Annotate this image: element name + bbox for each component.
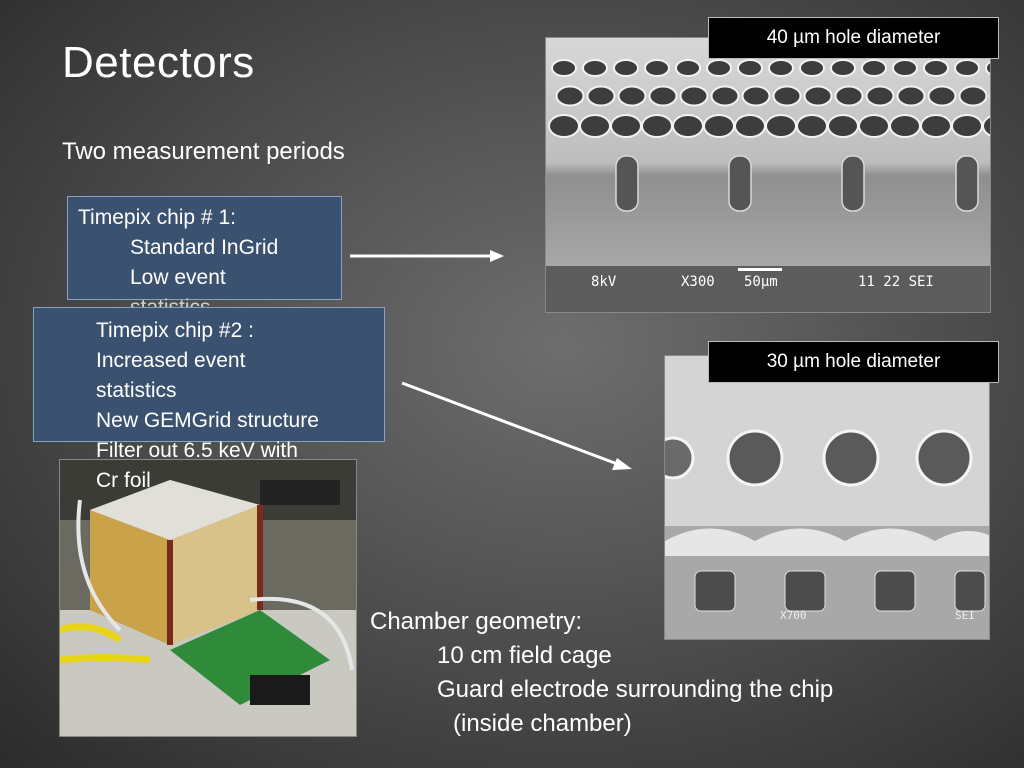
sem-hole bbox=[582, 59, 608, 77]
sem-hole bbox=[586, 85, 616, 107]
sem-hole bbox=[830, 59, 856, 77]
arrow-to-40um bbox=[350, 250, 504, 262]
sem-hole bbox=[551, 59, 577, 77]
sem-hole bbox=[896, 85, 926, 107]
sem-hole bbox=[679, 85, 709, 107]
chamber-photo bbox=[59, 459, 357, 737]
sem-hole bbox=[803, 85, 833, 107]
arrow-to-30um bbox=[401, 381, 632, 470]
sem-hole bbox=[799, 59, 825, 77]
timepix-chip2-box: Timepix chip #2 : Increased event statis… bbox=[33, 307, 385, 492]
sem-hole bbox=[768, 59, 794, 77]
sem-hole bbox=[772, 85, 802, 107]
sem-hole bbox=[892, 59, 918, 77]
sem-image-40um: 8kV X300 50µm 11 22 SEI bbox=[545, 37, 991, 313]
sem-magnification: X300 bbox=[681, 274, 715, 290]
chip2-item: statistics bbox=[96, 379, 177, 402]
geometry-item: Guard electrode surrounding the chip bbox=[437, 676, 834, 703]
geometry-item: 10 cm field cage bbox=[437, 642, 612, 669]
chip2-heading: Timepix chip #2 : bbox=[96, 319, 254, 342]
sem-hole bbox=[927, 85, 957, 107]
sem-hole bbox=[982, 115, 990, 137]
sem-hole bbox=[834, 85, 864, 107]
sem-hole bbox=[555, 85, 585, 107]
sem-hole bbox=[741, 85, 771, 107]
sem2-magnification: X700 bbox=[780, 609, 807, 622]
sem-pillar bbox=[955, 155, 979, 212]
sem-hole bbox=[644, 59, 670, 77]
chip1-item: Standard InGrid bbox=[130, 236, 279, 259]
chamber-geometry: Chamber geometry: 10 cm field cage Guard… bbox=[370, 605, 833, 741]
sem-image-30um-graphic: X700 SEI bbox=[665, 356, 989, 639]
sem-image-30um: X700 SEI bbox=[664, 355, 990, 640]
sem-hole bbox=[648, 85, 678, 107]
sem-hole bbox=[985, 60, 990, 76]
timepix-chip1-box: Timepix chip # 1: Standard InGrid Low ev… bbox=[67, 196, 342, 319]
slide-subtitle: Two measurement periods bbox=[62, 138, 345, 165]
sem-pillar bbox=[841, 155, 865, 212]
sem2-id: SEI bbox=[955, 609, 975, 622]
chip1-item: Low event bbox=[130, 266, 226, 289]
sem-hole bbox=[737, 59, 763, 77]
chip2-item: Cr foil bbox=[96, 469, 151, 492]
sem-pillar bbox=[615, 155, 639, 212]
chip2-item: Increased event bbox=[96, 349, 246, 372]
slide-title: Detectors bbox=[62, 38, 255, 87]
sem-hole bbox=[613, 59, 639, 77]
geometry-heading: Chamber geometry: bbox=[370, 608, 583, 635]
sem-hole bbox=[706, 59, 732, 77]
label-40um: 40 µm hole diameter bbox=[708, 17, 999, 59]
chip2-item: Filter out 6.5 keV with bbox=[96, 439, 298, 462]
sem-voltage: 8kV bbox=[591, 274, 617, 290]
sem-image-40um-graphic: 8kV X300 50µm 11 22 SEI bbox=[546, 38, 990, 312]
geometry-item: (inside chamber) bbox=[453, 710, 632, 737]
chamber-photo-graphic bbox=[60, 460, 356, 736]
sem-hole bbox=[617, 85, 647, 107]
sem-id: 11 22 SEI bbox=[858, 274, 934, 290]
sem-hole bbox=[958, 85, 988, 107]
sem-hole bbox=[865, 85, 895, 107]
chip2-item: New GEMGrid structure bbox=[96, 409, 319, 432]
chip1-heading: Timepix chip # 1: bbox=[78, 206, 236, 229]
sem-hole bbox=[923, 59, 949, 77]
label-30um: 30 µm hole diameter bbox=[708, 341, 999, 383]
sem-scale-bar bbox=[738, 268, 782, 271]
sem-pillar bbox=[728, 155, 752, 212]
sem-hole bbox=[861, 59, 887, 77]
sem-hole bbox=[710, 85, 740, 107]
sem-scale: 50µm bbox=[744, 274, 778, 290]
sem-hole bbox=[675, 59, 701, 77]
sem-hole bbox=[954, 59, 980, 77]
